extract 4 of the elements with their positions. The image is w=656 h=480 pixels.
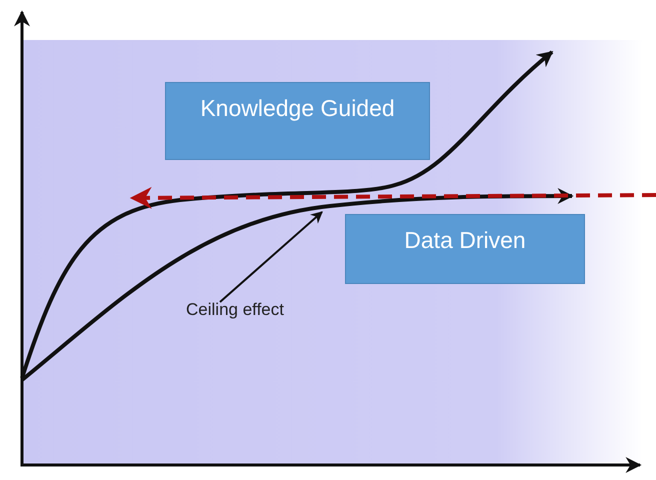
curve-arrow xyxy=(20,188,574,382)
ceiling-effect-label: Ceiling effect xyxy=(160,300,310,324)
knowledge-guided-box: Knowledge Guided xyxy=(165,82,430,160)
leader-line xyxy=(219,211,323,303)
